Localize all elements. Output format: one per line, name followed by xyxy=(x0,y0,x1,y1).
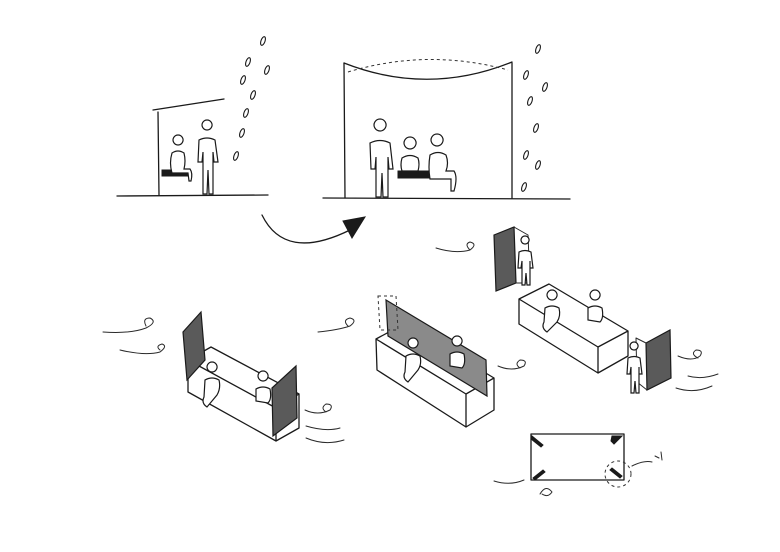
transition-arrow-icon xyxy=(261,214,367,244)
windscreen-panel xyxy=(271,364,298,438)
plan-view-sketch xyxy=(493,433,663,497)
canopy-left-post xyxy=(343,62,346,199)
wide-canopy-sketch xyxy=(322,44,571,200)
seated-person-icon xyxy=(255,370,272,404)
standing-person-icon xyxy=(197,119,219,195)
narrow-shelter-sketch xyxy=(116,36,270,197)
windscreen-panel xyxy=(645,329,672,391)
seated-person-icon xyxy=(587,289,604,323)
windscreen-panel xyxy=(493,226,517,292)
bench-module-1-sketch xyxy=(102,310,345,444)
standing-person-icon xyxy=(369,118,394,198)
bench-box xyxy=(518,283,629,374)
detail-leader xyxy=(631,461,653,467)
wind-icon xyxy=(493,479,553,497)
rain-icon xyxy=(233,36,270,161)
seated-person-icon xyxy=(403,337,422,383)
standing-person-icon xyxy=(517,235,534,286)
ground-line xyxy=(116,194,269,197)
shelter-roof xyxy=(152,98,225,111)
shelter-back-wall xyxy=(157,111,160,196)
windscreen-panel xyxy=(182,310,206,382)
hinge-detail-circle xyxy=(604,460,632,488)
screen-hinge-detail xyxy=(377,295,399,331)
ground-line xyxy=(322,197,571,200)
seated-person-icon xyxy=(202,361,221,408)
bench-module-3-sketch xyxy=(435,226,719,394)
canopy-dashed-outline xyxy=(347,58,509,73)
wind-icon xyxy=(435,241,719,392)
seated-person-icon xyxy=(428,133,457,192)
seated-person-icon xyxy=(542,289,561,333)
seated-person-icon xyxy=(400,136,420,172)
plan-screen-mark xyxy=(610,435,624,445)
plan-screen-mark xyxy=(532,469,546,481)
plan-screen-mark xyxy=(609,467,623,479)
seated-person-icon xyxy=(449,335,466,369)
bench-module-2-sketch xyxy=(317,295,526,428)
rain-icon xyxy=(521,44,548,192)
plan-screen-mark xyxy=(530,435,544,448)
canopy-fabric xyxy=(343,61,513,80)
seated-person-icon xyxy=(169,134,193,182)
plan-rectangle xyxy=(530,433,625,481)
windscreen-panel xyxy=(385,298,488,398)
standing-person-icon xyxy=(626,341,643,394)
wind-icon xyxy=(317,317,526,370)
wind-icon xyxy=(102,317,345,444)
